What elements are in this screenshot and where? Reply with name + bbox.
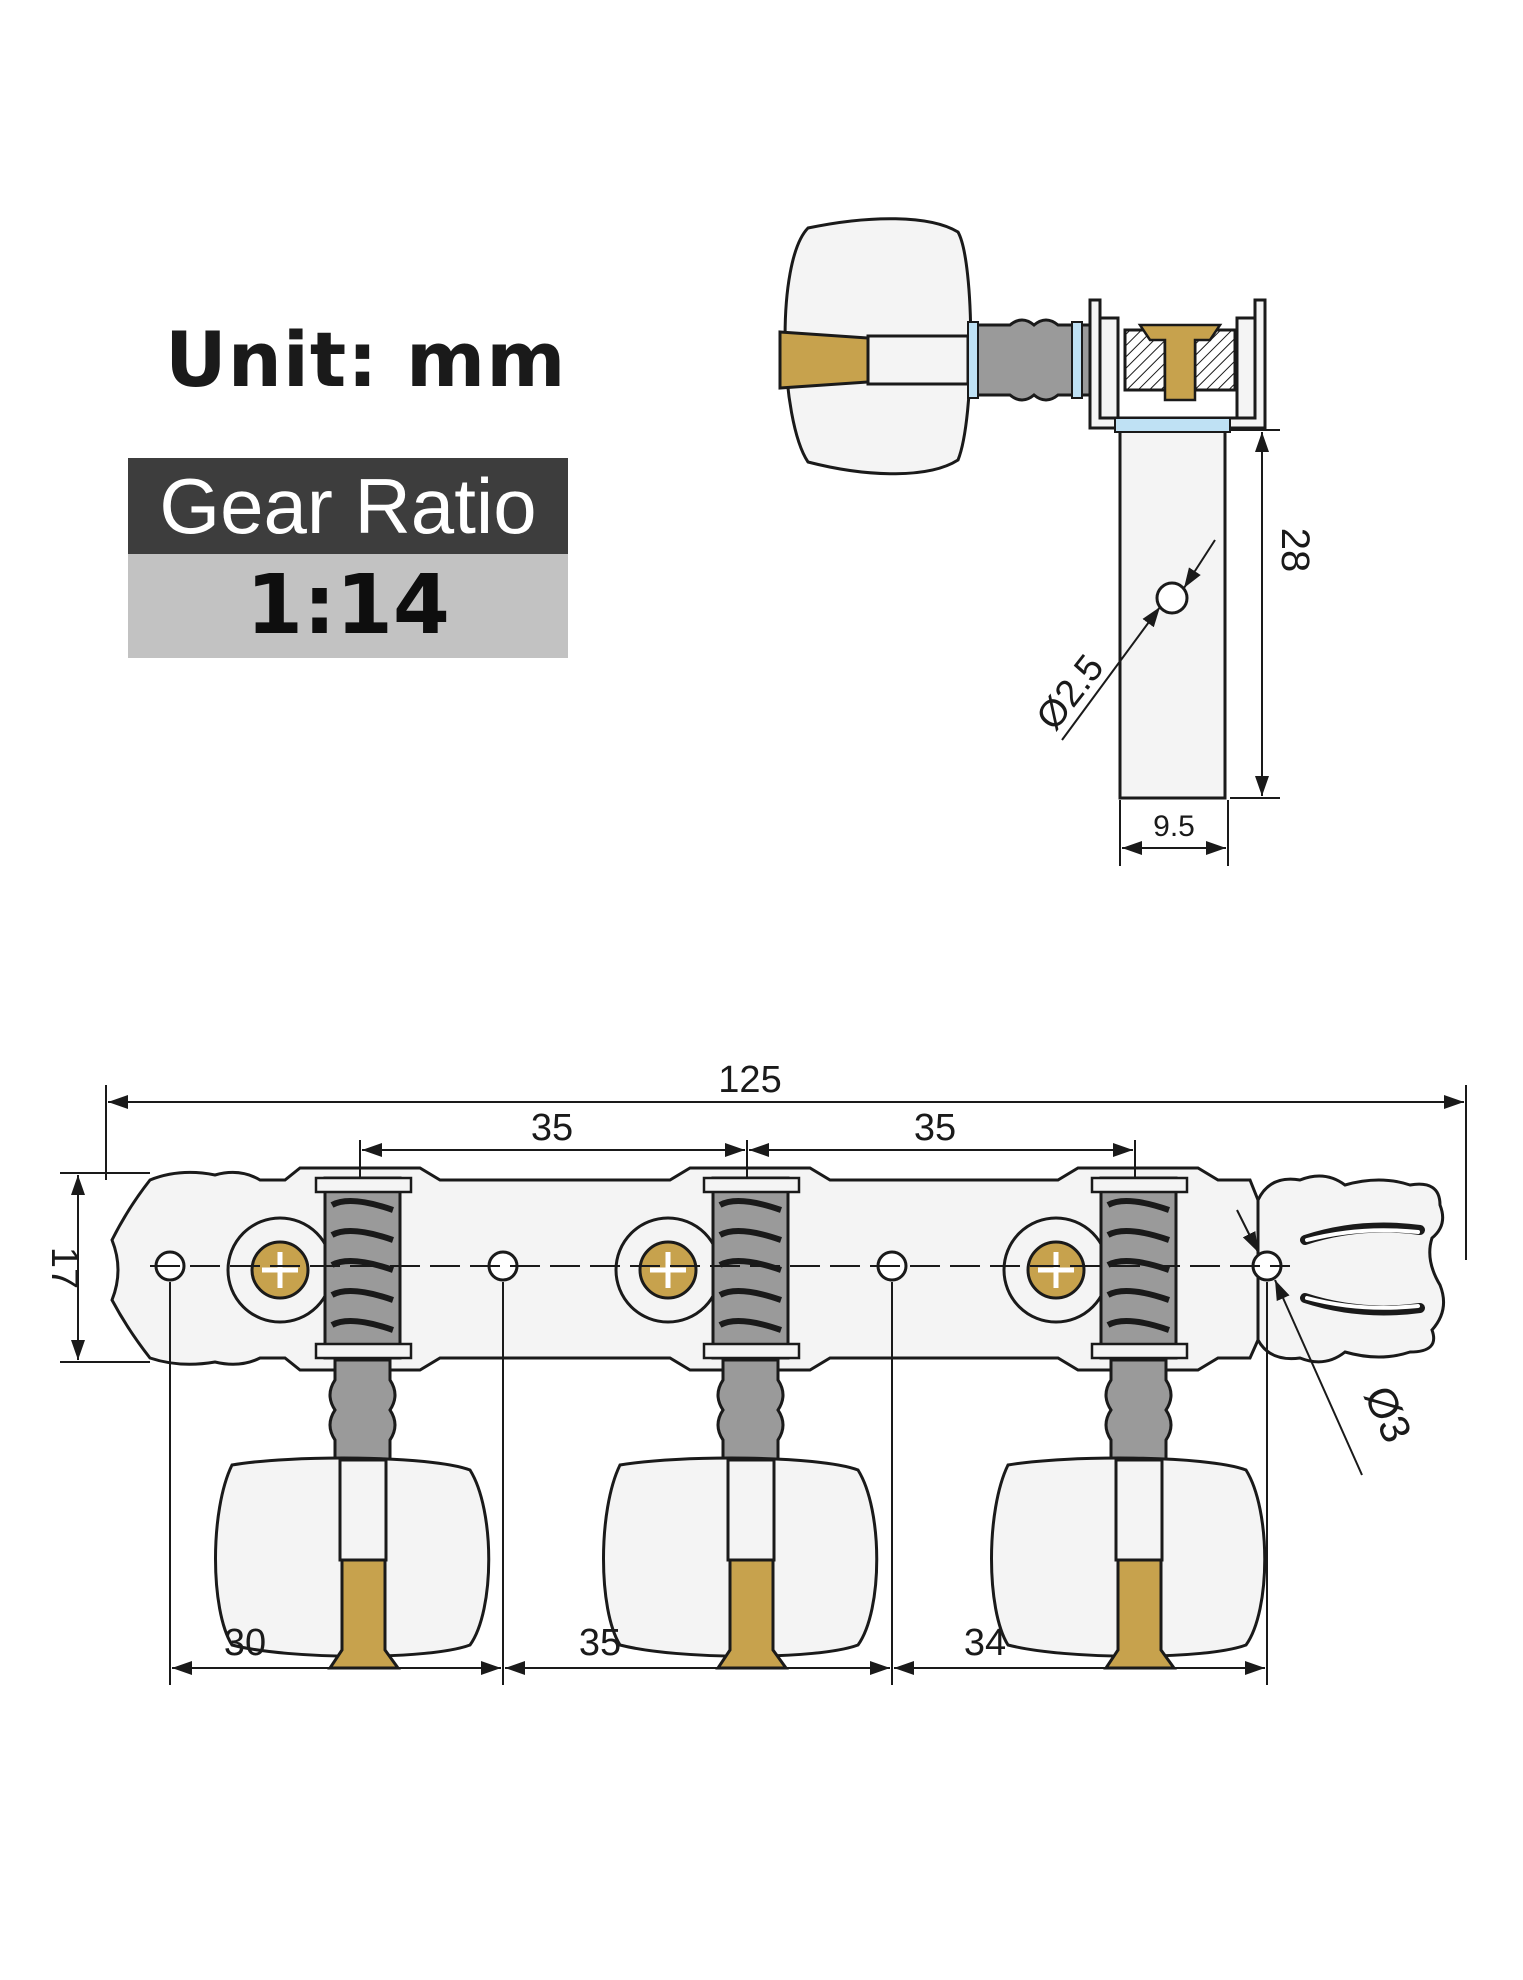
front-tuner-3 bbox=[990, 1176, 1267, 1670]
plate-height-label: 17 bbox=[43, 1247, 85, 1289]
side-height-label: 28 bbox=[1273, 528, 1317, 573]
front-tuner-1 bbox=[214, 1176, 491, 1670]
side-bushing-2 bbox=[1071, 321, 1083, 399]
side-hole-diameter-label: Ø2.5 bbox=[1029, 647, 1113, 738]
front-view bbox=[110, 1166, 1446, 1670]
side-knob-shaft bbox=[866, 334, 970, 386]
front-view-dimensions bbox=[60, 1085, 1467, 1685]
gear-ratio-table: Gear Ratio 1:14 bbox=[128, 458, 568, 658]
hole-spacing-1-label: 30 bbox=[224, 1622, 266, 1664]
post-spacing-2-label: 35 bbox=[914, 1107, 956, 1149]
gear-ratio-header: Gear Ratio bbox=[128, 458, 568, 554]
side-view bbox=[778, 217, 1267, 800]
side-width-label: 9.5 bbox=[1153, 810, 1195, 843]
side-knob-brass-insert bbox=[778, 330, 870, 390]
hole-spacing-2-label: 35 bbox=[579, 1622, 621, 1664]
hole-spacing-3-label: 34 bbox=[964, 1622, 1006, 1664]
side-string-hole bbox=[1155, 581, 1189, 615]
unit-label: Unit: mm bbox=[165, 315, 567, 404]
mount-hole-diameter-label: Ø3 bbox=[1355, 1379, 1421, 1449]
post-spacing-1-label: 35 bbox=[531, 1107, 573, 1149]
front-end-ornament bbox=[1256, 1174, 1446, 1364]
side-view-dimensions bbox=[1061, 429, 1280, 866]
side-bushing-1 bbox=[967, 321, 979, 399]
front-tuner-2 bbox=[602, 1176, 879, 1670]
overall-length-label: 125 bbox=[718, 1059, 781, 1101]
side-gear-screw bbox=[1137, 323, 1223, 402]
gear-ratio-value: 1:14 bbox=[128, 554, 568, 658]
